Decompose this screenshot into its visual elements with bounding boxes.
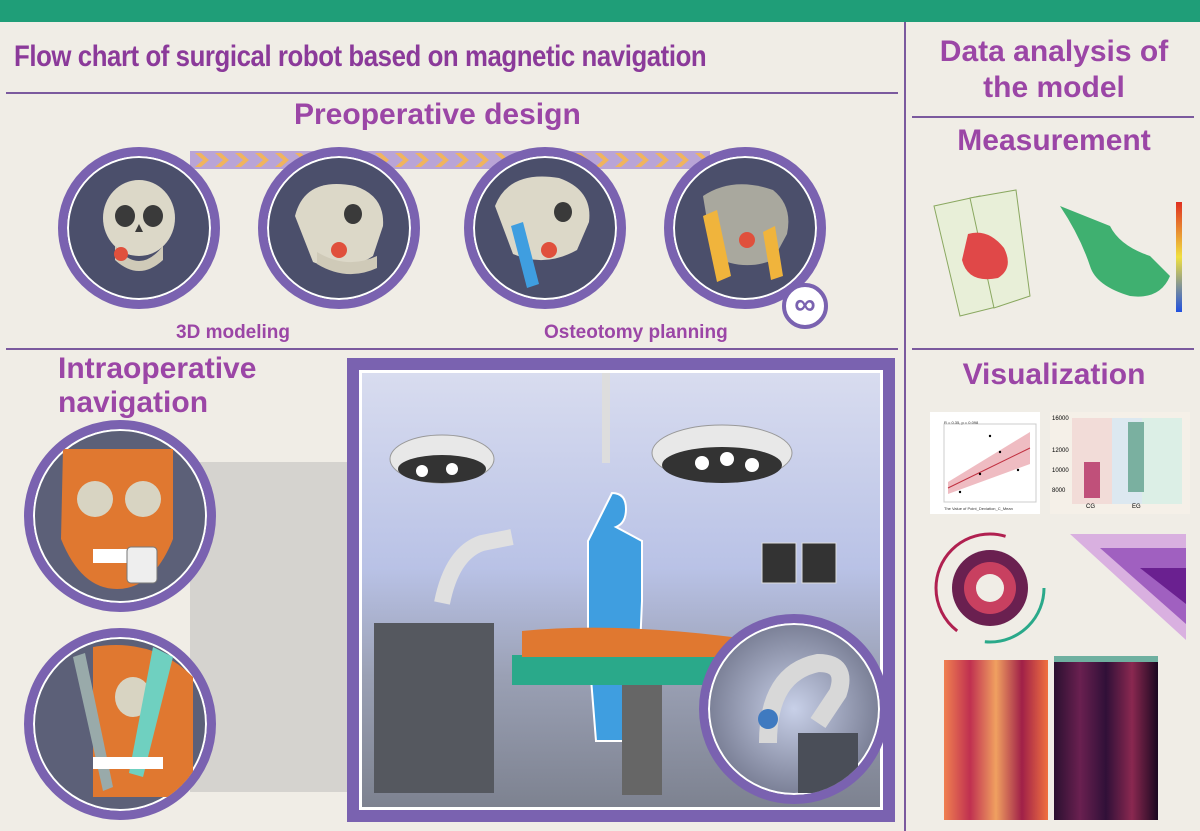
intraoperative-title: Intraoperative navigation [58, 352, 256, 420]
navigation-closeup-1 [24, 420, 216, 612]
box-group-cg: CG [1086, 504, 1095, 510]
top-bar [0, 0, 1200, 22]
scatter-stat: R = 0.35, p = 0.098 [944, 420, 979, 425]
visualization-title: Visualization [962, 358, 1146, 391]
circular-heatmap [934, 532, 1046, 644]
title-underline [6, 92, 898, 94]
intraoperative-title-line1: Intraoperative [58, 352, 257, 385]
navigation-closeup-2 [24, 628, 216, 820]
intraoperative-title-line2: navigation [58, 386, 209, 419]
box-ytick-3: 10000 [1052, 468, 1069, 474]
correlation-matrix [1070, 534, 1186, 640]
box-ytick-2: 12000 [1052, 448, 1069, 454]
box-plot: CG EG 16000 12000 10000 8000 [1050, 412, 1190, 514]
scatter-plot: R = 0.35, p = 0.098 The Value of Point_D… [930, 412, 1040, 514]
operating-room-panel [347, 358, 895, 822]
box-ytick-4: 8000 [1052, 488, 1066, 494]
skull-model-side [258, 147, 420, 309]
box-group-eg: EG [1132, 504, 1141, 510]
preoperative-title: Preoperative design [294, 98, 581, 131]
loop-icon: ∞ [782, 283, 828, 329]
heatmap-right [1054, 660, 1158, 820]
measurement-heatmap-model [1060, 202, 1182, 312]
heatmap-left [944, 660, 1048, 820]
heatmap-annotation [1054, 656, 1158, 662]
robot-arm-closeup [699, 614, 889, 804]
scatter-xlabel: The Value of Point_Deviation_C_Mean [944, 506, 1013, 511]
label-3d-modeling: 3D modeling [176, 322, 291, 343]
section-divider [6, 348, 898, 350]
box-ytick-1: 16000 [1052, 416, 1069, 422]
right-title-underline [912, 116, 1194, 118]
analysis-title-line1: Data analysis of [939, 35, 1169, 68]
osteotomy-plan-1 [464, 147, 626, 309]
analysis-title: Data analysis of the model [912, 34, 1196, 106]
measurement-plane-image [933, 189, 1031, 317]
skull-model-front [58, 147, 220, 309]
analysis-title-line2: the model [983, 71, 1125, 104]
chevron-arrows [190, 151, 710, 169]
label-osteotomy-planning: Osteotomy planning [544, 322, 728, 343]
measurement-title: Measurement [957, 124, 1151, 157]
vertical-divider [904, 22, 906, 831]
main-title: Flow chart of surgical robot based on ma… [14, 40, 707, 73]
osteotomy-plan-2 [664, 147, 826, 309]
right-section-divider [912, 348, 1194, 350]
zoom-projection [190, 462, 350, 792]
